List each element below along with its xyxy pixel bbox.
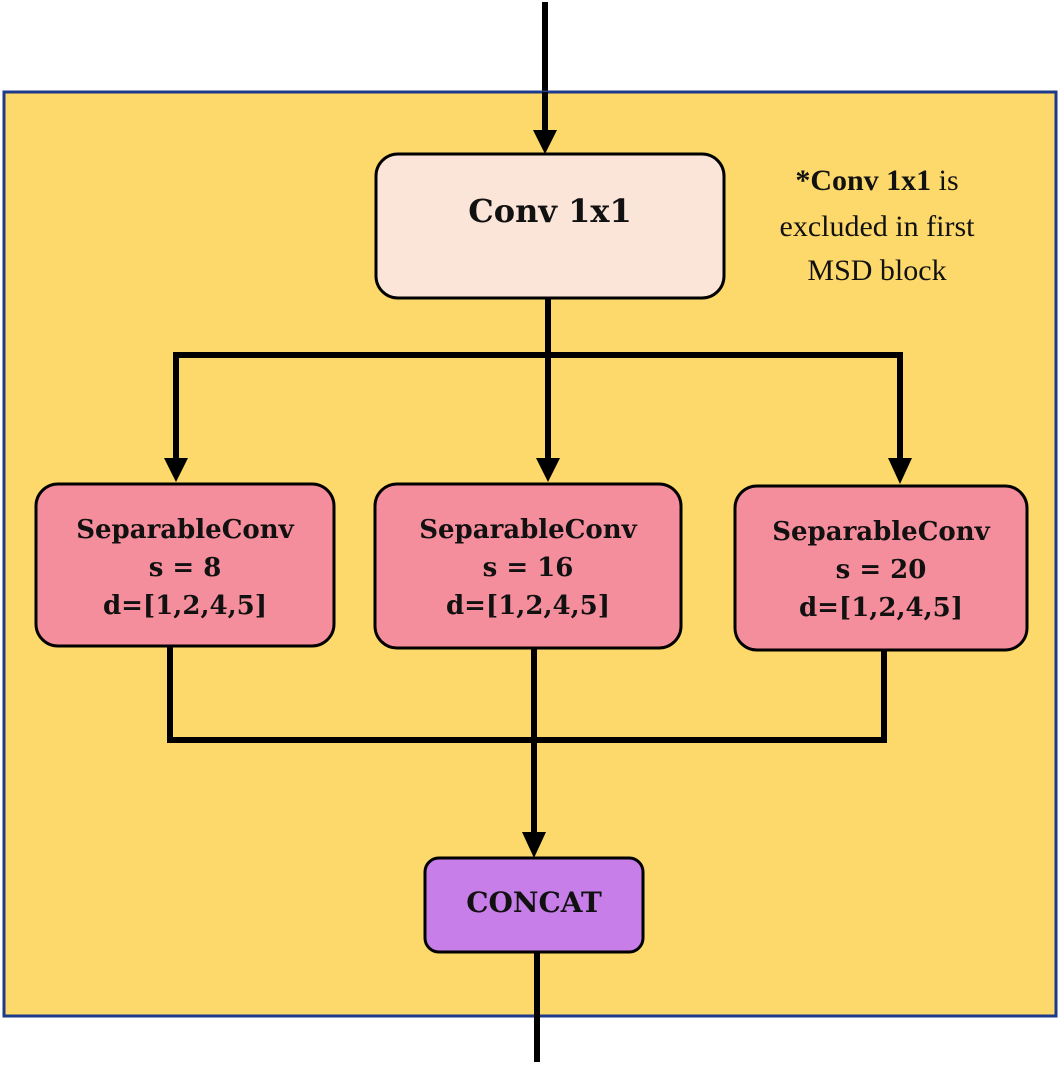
branch-1-title: SeparableConv [76,515,294,545]
branch-1-s: s = 8 [149,553,222,583]
branch-2-title: SeparableConv [419,515,637,545]
branch-2-box [373,482,683,650]
branch-1-box [34,482,336,648]
split-horizontal-line [173,352,903,460]
branch-2: SeparableConv s = 16 d=[1,2,4,5] [373,482,683,650]
branch-1: SeparableConv s = 8 d=[1,2,4,5] [34,482,336,648]
concat-label: CONCAT [466,886,602,919]
branch-1-d: d=[1,2,4,5] [103,591,267,621]
branch-1-arrowhead [164,458,188,482]
branch-3: SeparableConv s = 20 d=[1,2,4,5] [733,484,1029,652]
branch-3-s: s = 20 [836,555,927,585]
note-line2: excluded in first [780,210,976,243]
branch-2-d: d=[1,2,4,5] [446,591,610,621]
branch-2-arrowhead [536,458,560,482]
branch-3-title: SeparableConv [772,517,990,547]
note-line3: MSD block [807,254,946,287]
branch-2-s: s = 16 [483,553,574,583]
branch-3-arrowhead [888,458,912,484]
merge-horizontal-line [167,646,887,743]
note-line1: *Conv 1x1 is [795,164,958,197]
note-line1-rest: is [931,164,959,197]
note-bold: *Conv 1x1 [795,164,931,197]
concat-arrowhead [522,832,546,858]
conv1x1-label: Conv 1x1 [468,192,631,230]
input-arrowhead [533,130,557,154]
branch-3-d: d=[1,2,4,5] [799,593,963,623]
